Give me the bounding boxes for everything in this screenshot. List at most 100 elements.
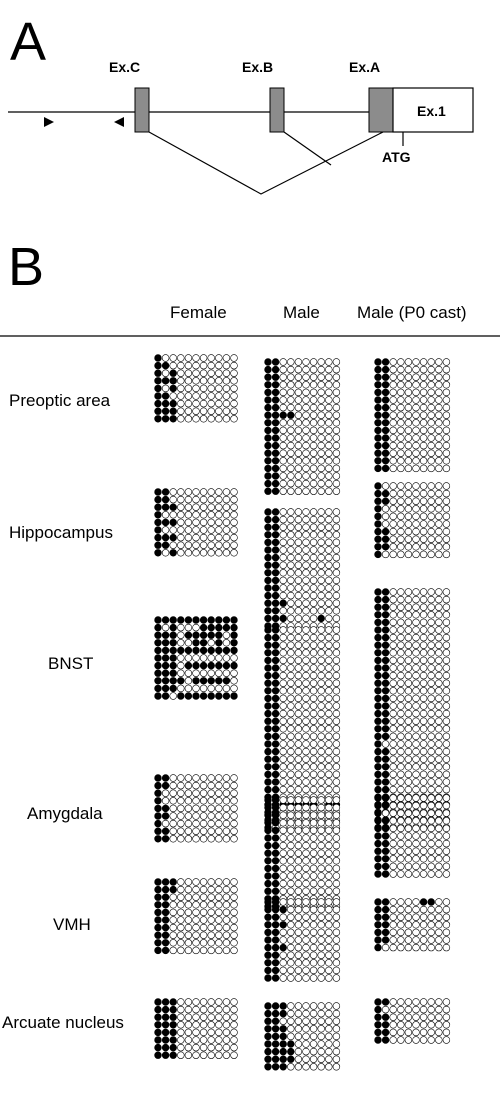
unmethylated-cpg [309, 1002, 318, 1010]
unmethylated-cpg [404, 411, 413, 419]
unmethylated-cpg [287, 449, 295, 457]
exon-b-box [269, 87, 285, 133]
unmethylated-cpg [177, 901, 185, 909]
unmethylated-cpg [207, 812, 215, 820]
unmethylated-cpg [435, 626, 443, 634]
unmethylated-cpg [230, 1036, 238, 1044]
unmethylated-cpg [332, 1047, 341, 1056]
unmethylated-cpg [404, 855, 413, 863]
unmethylated-cpg [389, 449, 397, 457]
exon-1-box [392, 87, 474, 133]
unmethylated-cpg [222, 684, 231, 693]
unmethylated-cpg [177, 631, 185, 639]
methylated-cpg [381, 778, 390, 786]
unmethylated-cpg [309, 763, 318, 771]
unmethylated-cpg [427, 595, 435, 604]
methylated-cpg [381, 687, 390, 695]
unmethylated-cpg [325, 531, 333, 539]
methylated-cpg [264, 679, 272, 687]
unmethylated-cpg [419, 732, 428, 741]
unmethylated-cpg [215, 908, 223, 917]
methylated-cpg [271, 538, 280, 547]
unmethylated-cpg [222, 407, 231, 415]
unmethylated-cpg [207, 1013, 215, 1021]
unmethylated-cpg [419, 626, 428, 634]
unmethylated-cpg [332, 614, 341, 623]
unmethylated-cpg [325, 785, 333, 794]
unmethylated-cpg [427, 862, 435, 871]
unmethylated-cpg [279, 974, 287, 982]
unmethylated-cpg [412, 543, 420, 551]
unmethylated-cpg [404, 588, 413, 596]
methylated-cpg [271, 411, 280, 419]
unmethylated-cpg [222, 369, 231, 377]
unmethylated-cpg [309, 732, 318, 741]
unmethylated-cpg [404, 403, 413, 412]
unmethylated-cpg [427, 649, 435, 657]
unmethylated-cpg [427, 913, 435, 921]
unmethylated-cpg [177, 399, 185, 408]
unmethylated-cpg [412, 588, 420, 596]
unmethylated-cpg [177, 1051, 185, 1059]
unmethylated-cpg [442, 679, 451, 687]
methylated-cpg [154, 901, 162, 909]
unmethylated-cpg [427, 905, 435, 914]
methylated-cpg [169, 885, 177, 894]
unmethylated-cpg [309, 864, 318, 873]
unmethylated-cpg [199, 998, 208, 1006]
methylated-cpg [264, 523, 272, 531]
unmethylated-cpg [199, 526, 208, 534]
methylated-cpg [154, 639, 162, 647]
unmethylated-cpg [325, 584, 333, 592]
unmethylated-cpg [389, 520, 397, 528]
unmethylated-cpg [279, 561, 287, 569]
unmethylated-cpg [199, 885, 208, 894]
unmethylated-cpg [287, 441, 295, 450]
unmethylated-cpg [412, 388, 420, 397]
methylated-cpg [374, 489, 382, 498]
unmethylated-cpg [177, 518, 185, 527]
methylated-cpg [215, 616, 223, 624]
unmethylated-cpg [199, 939, 208, 947]
unmethylated-cpg [192, 354, 200, 362]
unmethylated-cpg [332, 849, 341, 857]
unmethylated-cpg [435, 656, 443, 665]
unmethylated-cpg [427, 1013, 435, 1021]
unmethylated-cpg [435, 817, 443, 825]
unmethylated-cpg [419, 411, 428, 419]
methylated-cpg [279, 1032, 287, 1041]
unmethylated-cpg [325, 656, 333, 665]
methylated-cpg [192, 677, 200, 685]
unmethylated-cpg [287, 966, 295, 975]
unmethylated-cpg [294, 1047, 303, 1056]
unmethylated-cpg [419, 656, 428, 665]
unmethylated-cpg [222, 415, 231, 423]
unmethylated-cpg [302, 803, 310, 812]
unmethylated-cpg [222, 495, 231, 504]
methylated-cpg [264, 747, 272, 756]
unmethylated-cpg [317, 434, 325, 442]
methylated-cpg [215, 639, 223, 647]
methylated-cpg [161, 533, 170, 542]
methylated-cpg [264, 531, 272, 539]
unmethylated-cpg [302, 921, 310, 929]
unmethylated-cpg [404, 381, 413, 389]
unmethylated-cpg [287, 770, 295, 779]
methylated-cpg [264, 599, 272, 607]
unmethylated-cpg [397, 740, 405, 748]
unmethylated-cpg [404, 763, 413, 771]
unmethylated-cpg [184, 901, 193, 909]
unmethylated-cpg [325, 523, 333, 531]
unmethylated-cpg [207, 503, 215, 511]
unmethylated-cpg [317, 796, 325, 804]
unmethylated-cpg [389, 928, 397, 937]
unmethylated-cpg [215, 1036, 223, 1044]
unmethylated-cpg [389, 373, 397, 381]
unmethylated-cpg [215, 541, 223, 549]
methylated-cpg [374, 403, 382, 412]
unmethylated-cpg [325, 464, 333, 473]
unmethylated-cpg [332, 426, 341, 435]
methylated-cpg [169, 1013, 177, 1021]
unmethylated-cpg [169, 392, 177, 400]
unmethylated-cpg [309, 936, 318, 944]
